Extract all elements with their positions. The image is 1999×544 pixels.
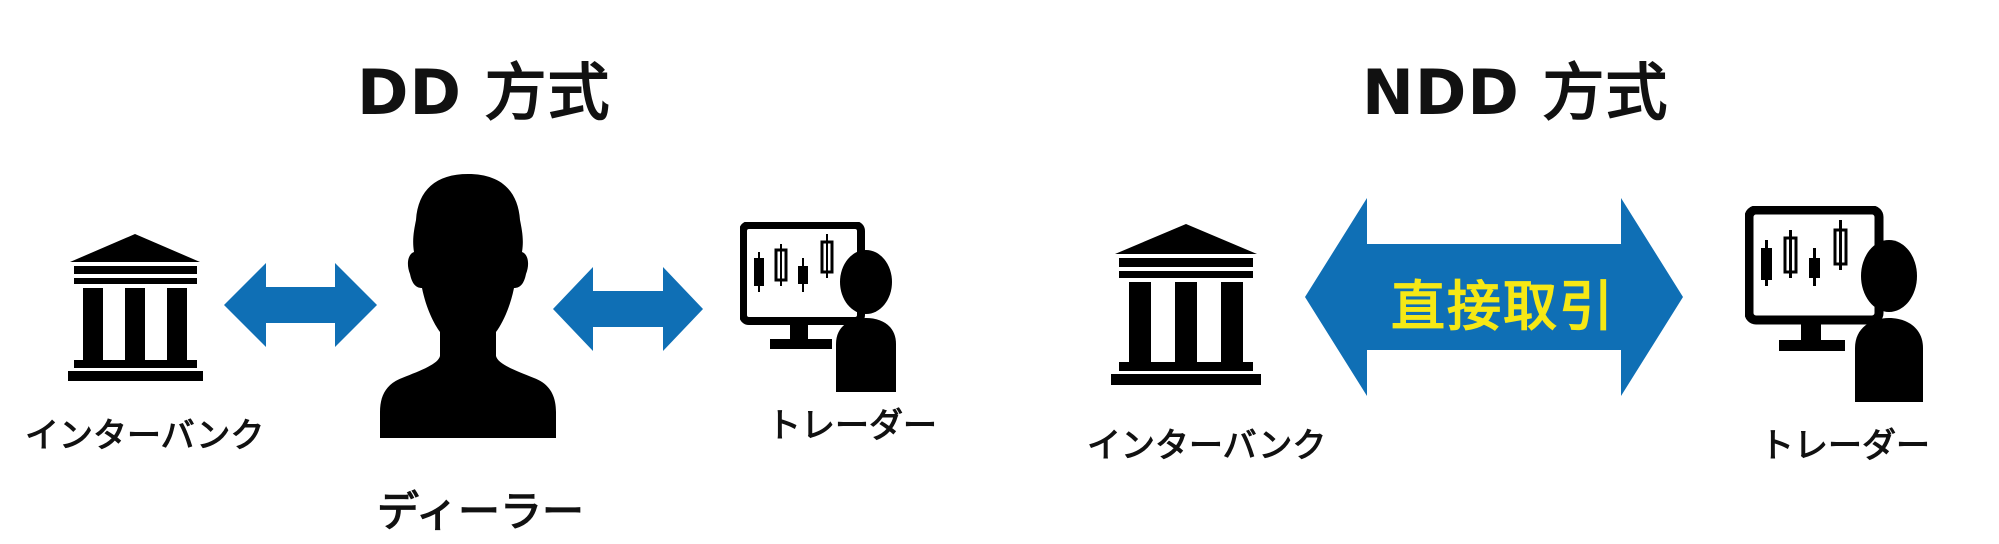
ndd-title: NDD 方式 <box>1362 56 1669 129</box>
dealer-label: ディーラー <box>377 487 585 536</box>
direct-trade-label: 直接取引 <box>1391 275 1615 338</box>
trader-monitor-icon <box>740 222 896 392</box>
ndd-trader-label: トレーダー <box>1760 426 1930 466</box>
dd-interbank-label: インターバンク <box>25 416 265 456</box>
direct-trade-arrow-icon <box>1305 198 1683 396</box>
trader-monitor-icon <box>1745 206 1923 402</box>
person-silhouette-icon <box>380 174 556 438</box>
double-arrow-icon <box>553 267 703 351</box>
bank-icon <box>1111 224 1261 385</box>
double-arrow-icon <box>224 263 377 347</box>
bank-icon <box>68 234 203 381</box>
dd-title: DD 方式 <box>357 56 611 129</box>
ndd-interbank-label: インターバンク <box>1087 426 1327 466</box>
dd-trader-label: トレーダー <box>767 406 937 446</box>
